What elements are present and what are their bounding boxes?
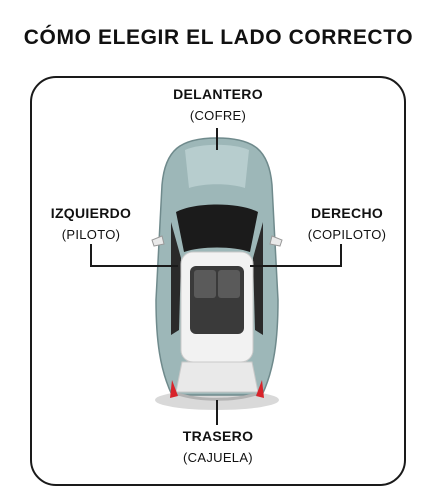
right-taillight bbox=[256, 380, 264, 398]
rear-bumper bbox=[177, 392, 257, 401]
hood-highlight bbox=[185, 144, 249, 188]
right-side-window bbox=[253, 222, 263, 335]
rear-trunk bbox=[175, 361, 259, 393]
rear-label-main: TRASERO bbox=[182, 428, 254, 444]
right-label-main: DERECHO bbox=[310, 205, 384, 221]
left-mirror bbox=[151, 235, 165, 247]
right-label: DERECHO (COPILOTO) bbox=[297, 205, 397, 243]
left-pointer-line bbox=[90, 244, 178, 267]
left-label: IZQUIERDO (PILOTO) bbox=[42, 205, 140, 243]
left-label-main: IZQUIERDO bbox=[50, 205, 132, 221]
left-side-window bbox=[171, 222, 181, 335]
left-taillight bbox=[170, 380, 178, 398]
rear-label: TRASERO (CAJUELA) bbox=[168, 428, 268, 466]
rear-label-sub: (CAJUELA) bbox=[183, 449, 253, 465]
front-label: DELANTERO (COFRE) bbox=[168, 86, 268, 124]
front-label-sub: (COFRE) bbox=[189, 107, 247, 123]
windshield bbox=[176, 204, 258, 252]
left-label-sub: (PILOTO) bbox=[61, 226, 121, 242]
right-mirror bbox=[269, 235, 283, 247]
right-label-sub: (COPILOTO) bbox=[307, 226, 387, 242]
right-pointer-line bbox=[250, 244, 342, 267]
diagram-frame bbox=[30, 76, 406, 486]
page-title: CÓMO ELEGIR EL LADO CORRECTO bbox=[23, 26, 414, 49]
front-label-main: DELANTERO bbox=[173, 86, 263, 102]
